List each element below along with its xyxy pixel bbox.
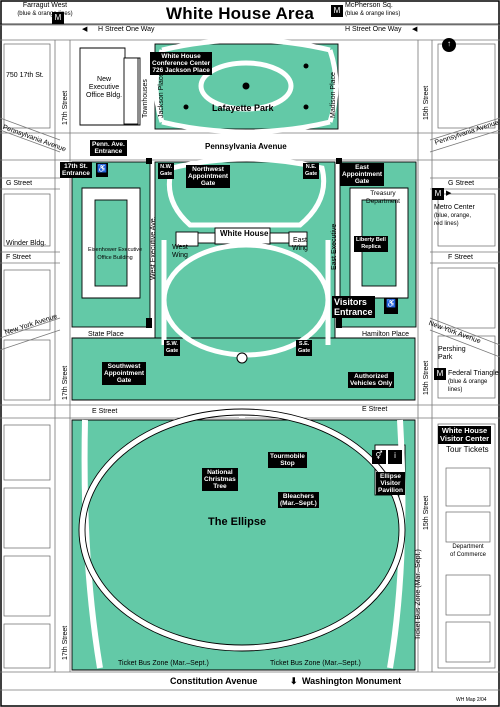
metro-icon: M (52, 12, 64, 24)
place-dept-commerce: Department of Commerce (450, 544, 487, 558)
badge-sw-gate: S.W. Gate (164, 340, 181, 356)
street-penn-ave-center: Pennsylvania Avenue (205, 142, 287, 151)
station-mcpherson-name: McPherson Sq. (345, 2, 393, 9)
street-e-left: E Street (92, 408, 118, 415)
place-eisenhower: Eisenhower Executive Office Building (88, 247, 143, 261)
street-jackson-place: Jackson Place (158, 72, 165, 118)
station-metro-center-name: Metro Center (434, 204, 475, 211)
arrow-right-icon: ▶ (446, 190, 452, 197)
south-fountain (236, 352, 248, 364)
badge-se-gate: S.E. Gate (296, 340, 313, 356)
north-compass-icon: ↑ (442, 38, 456, 52)
street-west-executive: West Executive Ave. (150, 216, 157, 280)
station-metro-center: Metro Center (blue, orange, red lines) (434, 204, 475, 228)
street-15th-a: 15th Street (423, 85, 430, 120)
badge-southwest-appt-gate: Southwest Appointment Gate (102, 362, 147, 385)
label-washington-monument: Washington Monument (302, 676, 402, 686)
street-17th-c: 17th Street (62, 625, 69, 660)
station-farragut-west-name: Farragut West (22, 2, 68, 9)
place-treasury: Treasury Department (366, 190, 400, 205)
street-h-right: H Street One Way (345, 26, 402, 33)
street-grid (0, 24, 500, 691)
place-750-17th: 750 17th St. (6, 72, 44, 79)
street-ticket-bus-right: Ticket Bus Zone (Mar.–Sept.) (415, 549, 422, 640)
label-tour-tickets: Tour Tickets (446, 445, 489, 454)
park-areas (71, 43, 417, 671)
badge-nw-gate: N.W. Gate (158, 163, 175, 179)
street-constitution-ave: Constitution Avenue (170, 676, 258, 686)
street-east-executive: East Executive (331, 223, 338, 270)
station-metro-center-lines1: (blue, orange, (434, 213, 472, 219)
place-pershing-park: Pershing Park (438, 346, 466, 361)
badge-east-appt-gate: East Appointment Gate (340, 163, 385, 186)
ellipse-path (79, 409, 406, 669)
metro-icon: M (331, 5, 343, 17)
diagonal-avenues (0, 117, 500, 358)
badge-national-tree: National Christmas Tree (202, 468, 238, 491)
station-metro-center-lines2: red lines) (434, 221, 459, 227)
street-15th-b: 15th Street (423, 360, 430, 395)
ellipse-outline (78, 408, 406, 652)
station-federal-triangle-name: Federal Triangle (448, 370, 499, 377)
badge-bleachers: Bleachers (Mar.–Sept.) (278, 492, 319, 508)
label-footnote: WH Map 2/04 (456, 697, 487, 703)
badge-ne-gate: N.E. Gate (303, 163, 320, 179)
badge-tourmobile-stop: Tourmobile Stop (268, 452, 307, 468)
place-new-exec-office: New Executive Office Bldg. (86, 76, 123, 99)
place-the-ellipse: The Ellipse (208, 516, 267, 528)
street-f-left: F Street (6, 254, 31, 261)
place-winder: Winder Bldg. (6, 240, 47, 247)
place-lafayette-park: Lafayette Park (212, 103, 274, 113)
station-farragut-west-lines: (blue & orange lines) (17, 11, 73, 17)
place-townhouses: Townhouses (142, 79, 149, 118)
station-farragut-west: Farragut West (blue & orange lines) (10, 2, 80, 18)
badge-authorized-vehicles: Authorized Vehicles Only (348, 372, 395, 388)
metro-icon: M (432, 188, 444, 200)
street-h-left: H Street One Way (98, 26, 155, 33)
badge-17th-entrance: 17th St. Entrance (60, 162, 92, 178)
arrow-down-icon: ⬇ (290, 676, 298, 686)
wheelchair-icon: ♿ (96, 163, 108, 177)
place-east-wing: East Wing (292, 237, 308, 252)
street-ticket-bus-left: Ticket Bus Zone (Mar.–Sept.) (118, 660, 209, 667)
restroom-icon: ⚥ (372, 450, 386, 464)
street-15th-c: 15th Street (423, 495, 430, 530)
street-e-right: E Street (362, 406, 388, 413)
north-drive (166, 156, 327, 228)
station-mcpherson: McPherson Sq. (blue & orange lines) (345, 2, 400, 18)
station-mcpherson-lines: (blue & orange lines) (345, 11, 401, 17)
station-federal-triangle-lines1: (blue & orange (448, 379, 488, 385)
street-17th-a: 17th Street (62, 90, 69, 125)
badge-ellipse-pavilion: Ellipse Visitor Pavilion (376, 472, 405, 495)
station-federal-triangle: Federal Triangle (blue & orange lines) (448, 370, 499, 394)
station-federal-triangle-lines2: lines) (448, 387, 463, 393)
street-hamilton-place: Hamilton Place (362, 331, 410, 338)
city-blocks (3, 43, 496, 669)
badge-visitor-center: White House Visitor Center (438, 426, 492, 444)
place-west-wing: West Wing (172, 244, 188, 259)
metro-icon: M (434, 368, 446, 380)
badge-visitors-entrance: Visitors Entrance (332, 296, 375, 318)
map-title: White House Area (166, 4, 315, 23)
street-g-left: G Street (6, 180, 33, 187)
arrow-left-icon: ◀ (412, 26, 418, 33)
street-state-place: State Place (88, 331, 124, 338)
info-icon: i (388, 450, 402, 464)
badge-conference-center: White House Conference Center 726 Jackso… (150, 52, 213, 75)
badge-liberty-bell: Liberty Bell Replica (354, 236, 388, 252)
street-ticket-bus-mid: Ticket Bus Zone (Mar.–Sept.) (270, 660, 361, 667)
gate-markers (146, 158, 342, 328)
street-17th-b: 17th Street (62, 365, 69, 400)
street-f-right: F Street (448, 254, 473, 261)
badge-penn-ave-entrance: Penn. Ave. Entrance (90, 140, 127, 156)
badge-northwest-appt-gate: Northwest Appointment Gate (186, 165, 231, 188)
arrow-left-icon: ◀ (82, 26, 88, 33)
place-white-house: White House (220, 229, 269, 238)
street-madison-place: Madison Place (330, 72, 337, 118)
wheelchair-icon: ♿ (384, 298, 398, 314)
street-g-right: G Street (448, 180, 475, 187)
